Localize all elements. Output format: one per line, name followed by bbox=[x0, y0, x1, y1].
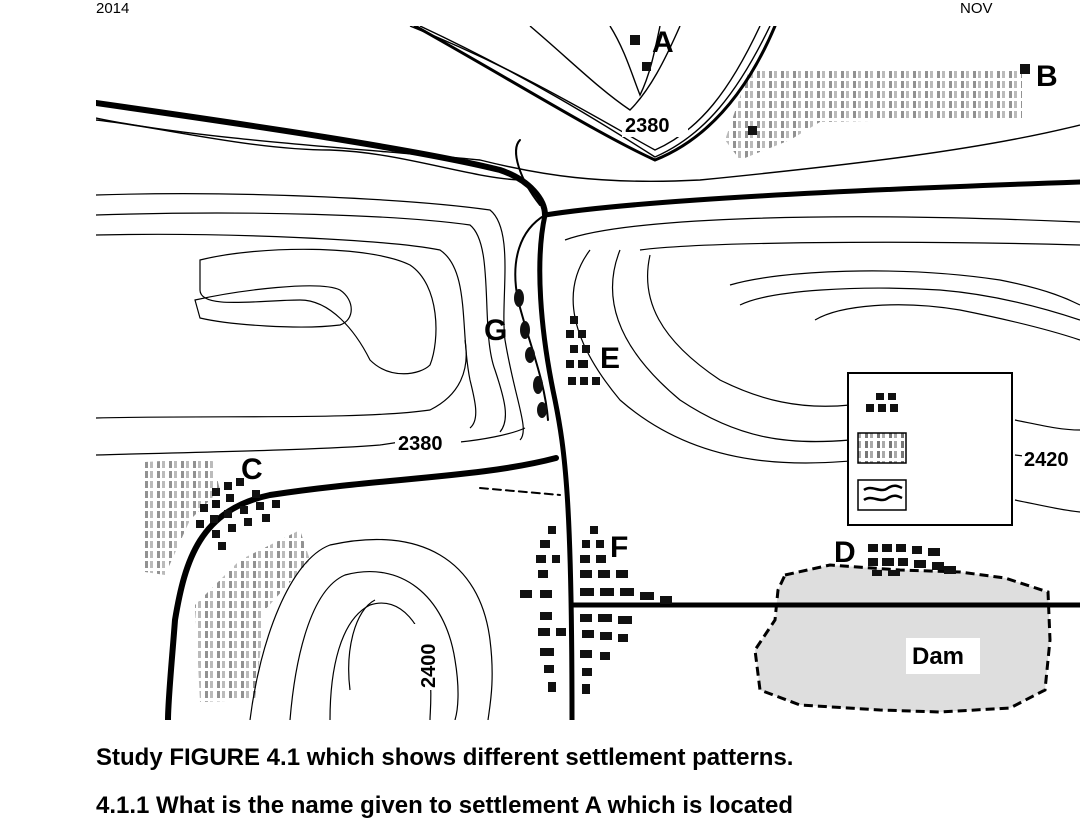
label-e: E bbox=[600, 342, 620, 375]
contour-label-2380-top: 2380 bbox=[625, 115, 670, 137]
road-main-north-south bbox=[537, 212, 575, 720]
settlement-d bbox=[868, 544, 956, 576]
label-f: F bbox=[610, 531, 628, 564]
road-northeast bbox=[542, 179, 1080, 218]
legend-cultivated-land-symbol bbox=[857, 432, 907, 464]
label-a: A bbox=[652, 26, 674, 59]
settlement-c bbox=[196, 478, 280, 550]
legend bbox=[847, 372, 1013, 526]
river-bend bbox=[413, 26, 777, 162]
road-northwest bbox=[96, 100, 548, 218]
settlement-f bbox=[520, 526, 672, 694]
dam bbox=[753, 563, 1052, 714]
settlement-e bbox=[566, 316, 600, 385]
header-year: 2014 bbox=[96, 0, 130, 17]
settlement-b bbox=[1020, 64, 1030, 74]
settlement-g bbox=[514, 289, 547, 418]
contour-label-2420: 2420 bbox=[1024, 449, 1069, 471]
legend-buildings-symbol bbox=[866, 393, 898, 412]
contour-label-2400: 2400 bbox=[418, 644, 440, 689]
contour-label-2380-left: 2380 bbox=[398, 433, 443, 455]
cultivated-field-c bbox=[145, 458, 220, 575]
settlement-a bbox=[630, 35, 757, 135]
track-dashed bbox=[479, 487, 561, 496]
question-text: 4.1.1 What is the name given to settleme… bbox=[96, 792, 794, 819]
dam-label: Dam bbox=[912, 643, 964, 670]
instruction-text: Study FIGURE 4.1 which shows different s… bbox=[96, 744, 794, 771]
cultivated-field-b bbox=[725, 68, 1022, 160]
label-g: G bbox=[484, 314, 507, 347]
settlement-map: A B C D E F G 2380 2380 2400 2420 Dam bbox=[96, 26, 1080, 720]
legend-water-symbol bbox=[857, 479, 907, 511]
label-b: B bbox=[1036, 60, 1058, 93]
track-north bbox=[515, 139, 541, 206]
label-c: C bbox=[241, 453, 263, 486]
cultivated-field-lower bbox=[195, 530, 310, 702]
label-d: D bbox=[834, 536, 856, 569]
header-month: NOV bbox=[960, 0, 993, 17]
